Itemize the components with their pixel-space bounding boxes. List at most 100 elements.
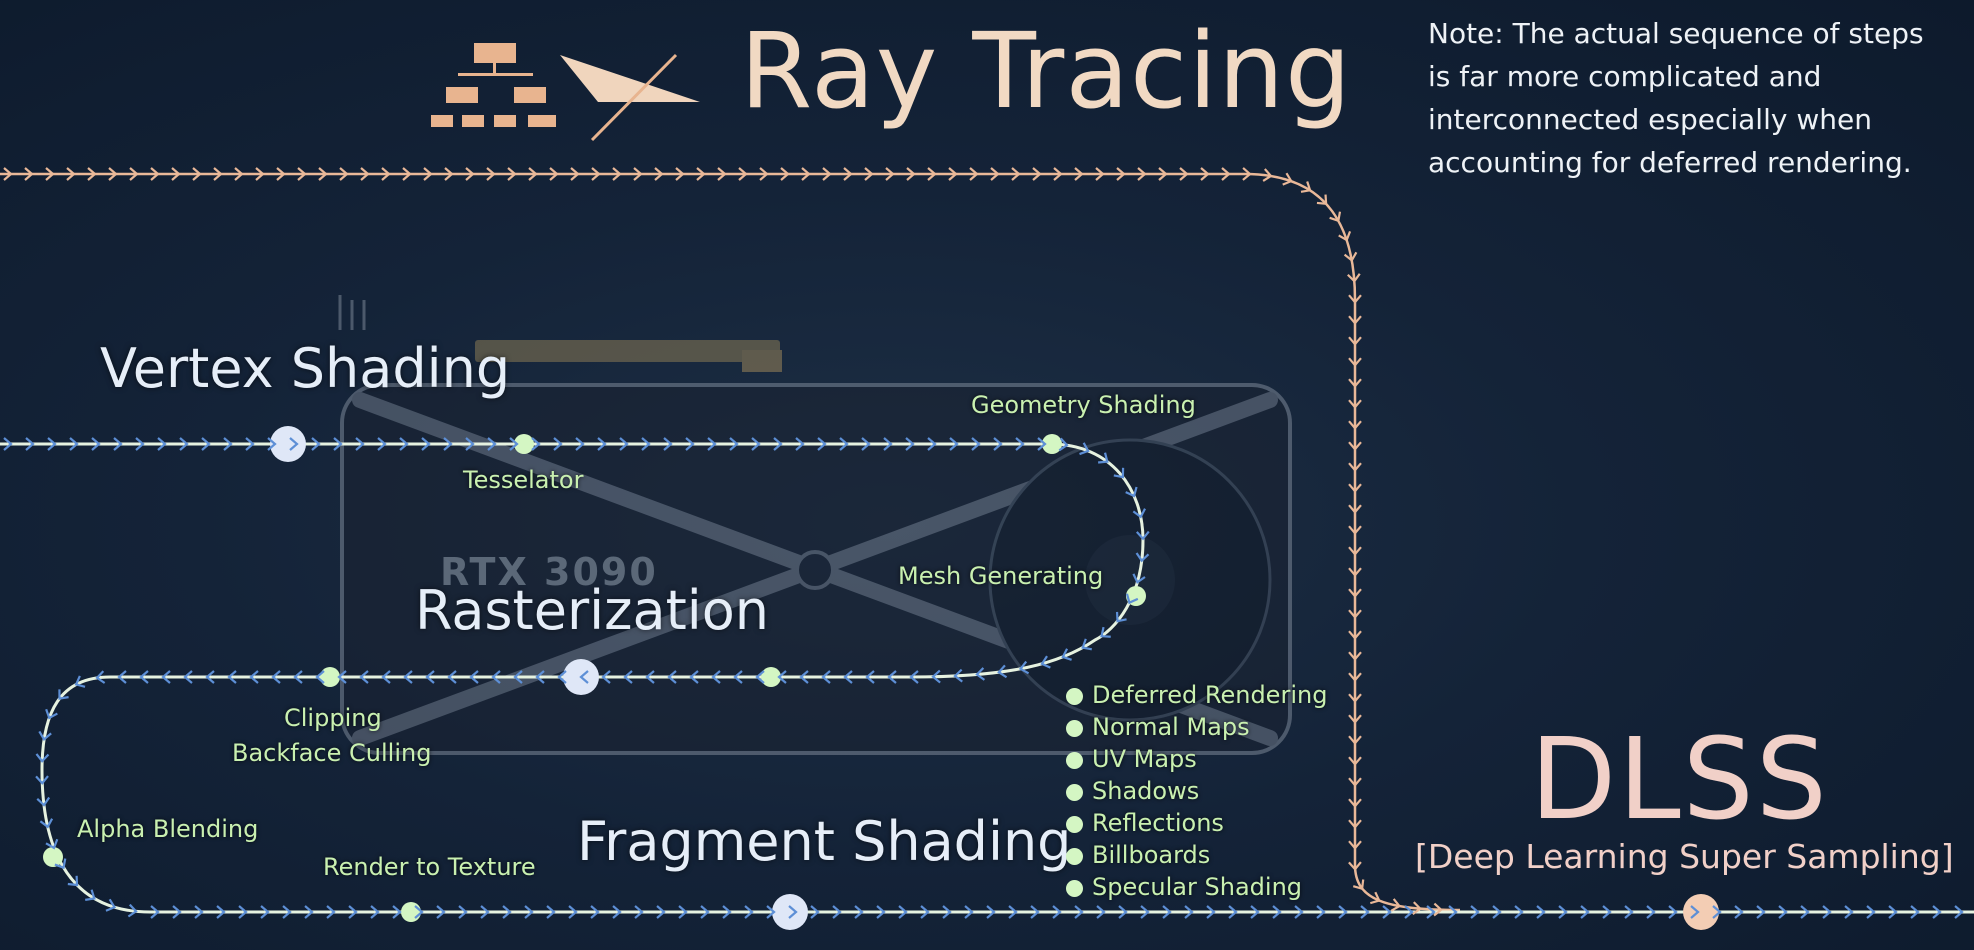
pipeline-arrow-tick-icon [843, 670, 853, 684]
pipeline-arrow-tick-icon [1100, 626, 1111, 638]
pipeline-arrow-tick-icon [1098, 452, 1109, 464]
ray-arrow-tick-icon [1348, 819, 1362, 829]
pipeline-arrow-tick-icon [333, 437, 343, 451]
pipeline-arrow-tick-icon [663, 437, 673, 451]
pipeline-arrow-tick-icon [1040, 655, 1051, 669]
step-clipping: Clipping [284, 704, 382, 732]
pipeline-arrow-tick-icon [733, 670, 743, 684]
pipeline-arrow-tick-icon [909, 670, 919, 684]
pipeline-arrow-tick-icon [1668, 905, 1678, 919]
pipeline-arrow-tick-icon [920, 905, 930, 919]
ray-arrow-tick-icon [1242, 167, 1252, 181]
pipeline-arrow-tick-icon [45, 708, 58, 720]
pipeline-arrow-tick-icon [883, 437, 893, 451]
ray-arrow-tick-icon [402, 167, 412, 181]
ray-arrow-tick-icon [675, 167, 685, 181]
ray-arrow-tick-icon [717, 167, 727, 181]
ray-arrow-tick-icon [780, 167, 790, 181]
pipeline-arrow-tick-icon [751, 437, 761, 451]
node-tesselator [514, 434, 534, 454]
pipeline-arrow-tick-icon [744, 905, 754, 919]
pipeline-arrow-tick-icon [38, 730, 52, 741]
pipeline-arrow-tick-icon [260, 905, 270, 919]
pipeline-arrow-tick-icon [465, 437, 475, 451]
pipeline-arrow-tick-icon [557, 670, 567, 684]
pipeline-arrow-tick-icon [590, 905, 600, 919]
pipeline-arrow-tick-icon [194, 905, 204, 919]
ray-arrow-tick-icon [801, 167, 811, 181]
ray-arrow-tick-icon [108, 167, 118, 181]
pipeline-arrow-tick-icon [711, 670, 721, 684]
pipeline-arrow-tick-icon [491, 670, 501, 684]
pipeline-arrow-tick-icon [1624, 905, 1634, 919]
ray-arrow-tick-icon [738, 167, 748, 181]
pipeline-arrow-tick-icon [597, 437, 607, 451]
pipeline-arrow-tick-icon [1426, 905, 1436, 919]
pipeline-arrow-tick-icon [35, 753, 50, 763]
node-dlss [1683, 894, 1719, 930]
pipeline-arrow-tick-icon [293, 670, 303, 684]
list-item: Shadows [1066, 775, 1327, 807]
pipeline-arrow-tick-icon [601, 670, 611, 684]
pipeline-arrow-tick-icon [1712, 905, 1722, 919]
ray-arrow-tick-icon [423, 167, 433, 181]
pipeline-arrow-tick-icon [1015, 437, 1025, 451]
bullet-dot-icon [1066, 752, 1083, 769]
step-alpha-blending: Alpha Blending [77, 815, 259, 843]
track-arrow-ticks [3, 167, 1964, 919]
node-clipping [320, 667, 340, 687]
pipeline-arrow-tick-icon [1132, 573, 1146, 584]
bullet-dot-icon [1066, 784, 1083, 801]
pipeline-arrow-tick-icon [392, 905, 402, 919]
pipeline-arrow-tick-icon [1184, 905, 1194, 919]
ray-arrow-tick-icon [1348, 714, 1362, 724]
ray-arrow-tick-icon [1348, 357, 1362, 367]
stage-rasterization: Rasterization [415, 579, 770, 642]
stage-fragment-shading: Fragment Shading [577, 810, 1072, 873]
node-geometry-shading [1042, 434, 1062, 454]
ray-arrow-tick-icon [1179, 167, 1189, 181]
ray-arrow-tick-icon [1348, 651, 1362, 661]
pipeline-arrow-tick-icon [35, 775, 49, 785]
list-item: Reflections [1066, 807, 1327, 839]
ray-arrow-tick-icon [318, 167, 328, 181]
pipeline-arrow-tick-icon [359, 670, 369, 684]
pipeline-arrow-tick-icon [942, 905, 952, 919]
ray-arrow-tick-icon [1095, 167, 1105, 181]
pipeline-arrow-tick-icon [1800, 905, 1810, 919]
pipeline-arrow-tick-icon [1135, 530, 1150, 541]
pipeline-arrow-tick-icon [67, 875, 79, 887]
ray-arrow-tick-icon [444, 167, 454, 181]
ray-arrow-tick-icon [1032, 167, 1042, 181]
pipeline-arrow-tick-icon [172, 905, 182, 919]
ray-arrow-tick-icon [696, 167, 706, 181]
pipeline-arrow-tick-icon [1125, 486, 1138, 498]
pipeline-arrow-tick-icon [1081, 638, 1093, 651]
ray-arrow-tick-icon [45, 167, 55, 181]
ray-arrow-tick-icon [570, 167, 580, 181]
pipeline-arrow-tick-icon [326, 905, 336, 919]
ray-arrow-tick-icon [66, 167, 76, 181]
ray-arrow-tick-icon [1348, 420, 1362, 430]
ray-arrow-tick-icon [1348, 483, 1362, 493]
pipeline-arrow-tick-icon [458, 905, 468, 919]
step-render-to-texture: Render to Texture [323, 853, 536, 881]
pipeline-arrow-tick-icon [267, 437, 277, 451]
pipeline-arrow-tick-icon [1061, 648, 1072, 661]
ray-arrow-tick-icon [1343, 251, 1358, 263]
ray-arrow-tick-icon [1348, 735, 1362, 745]
ray-arrow-tick-icon [549, 167, 559, 181]
page-title: Ray Tracing [740, 10, 1353, 132]
ray-arrow-tick-icon [1329, 211, 1342, 223]
pipeline-arrow-tick-icon [1115, 611, 1127, 623]
pipeline-arrow-tick-icon [150, 905, 160, 919]
pipeline-arrow-tick-icon [304, 905, 314, 919]
pipeline-arrow-tick-icon [1822, 905, 1832, 919]
ray-arrow-tick-icon [1433, 902, 1443, 917]
pipeline-arrow-tick-icon [931, 669, 941, 684]
ray-arrow-tick-icon [1282, 172, 1293, 186]
pipeline-arrow-tick-icon [425, 670, 435, 684]
ray-arrow-tick-icon [381, 167, 391, 181]
pipeline-arrow-tick-icon [817, 437, 827, 451]
ray-arrow-tick-icon [822, 167, 832, 181]
